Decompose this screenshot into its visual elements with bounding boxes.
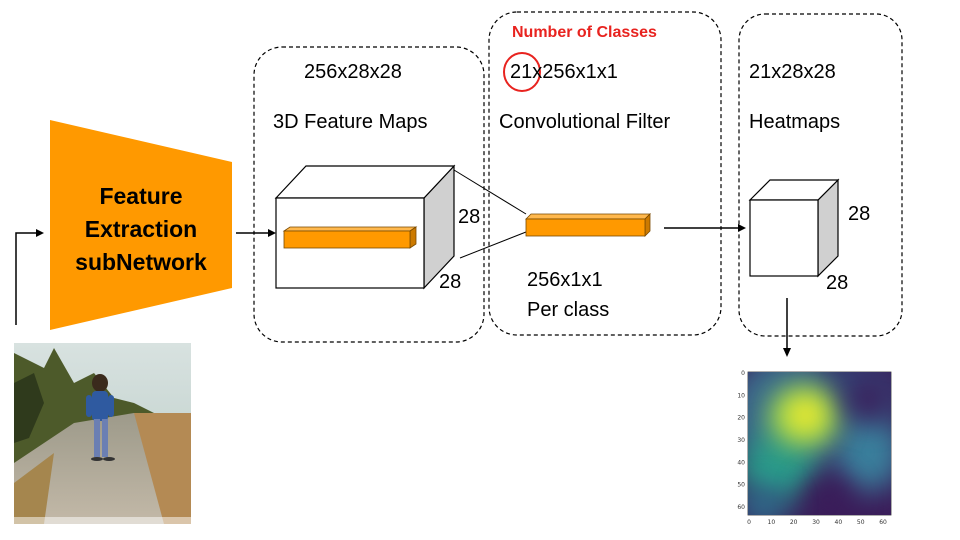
heatmap-y-tick: 60 [737,504,745,511]
number-of-classes-annotation: Number of Classes [512,24,657,41]
arrowhead-heatmap-plot [783,348,791,357]
heatmap-plot-axes: 0 10 20 30 40 50 60 0 10 20 30 40 50 60 [737,370,892,526]
feature-extraction-line1: Feature [99,183,183,209]
heatmap-x-tick: 40 [835,519,843,526]
input-connector [15,232,36,325]
feature-extraction-line3: subNetwork [75,249,207,275]
conv-filter-title: Convolutional Filter [499,111,671,133]
feature-vector-bar [282,226,418,249]
input-arrowhead [36,229,44,237]
heatmap-x-tick: 20 [790,519,798,526]
heatmap-x-tick: 10 [768,519,776,526]
heatmap-x-tick: 50 [857,519,865,526]
heatmaps-size: 21x28x28 [749,61,836,83]
heatmaps-dim-bottom: 28 [826,272,849,294]
heatmaps-dim-right: 28 [848,203,871,225]
per-class-label: Per class [527,299,610,321]
arrowhead-heatmaps [738,224,746,232]
feature-maps-size: 256x28x28 [304,61,402,83]
conv-filter-group [488,11,722,336]
heatmap-y-tick: 30 [737,437,745,444]
feature-maps-title: 3D Feature Maps [273,111,428,133]
projection-line-top [453,169,527,215]
heatmap-y-tick: 0 [741,370,745,377]
heatmap-x-tick: 60 [879,519,887,526]
heatmap-y-tick: 20 [737,415,745,422]
feature-extraction-label: Feature Extraction subNetwork [60,180,222,279]
feature-extraction-block [50,120,232,330]
heatmap-x-tick: 30 [812,519,820,526]
heatmap-y-tick: 40 [737,459,745,466]
heatmap-x-tick: 0 [747,519,751,526]
filter-bar [525,213,651,237]
heatmaps-cube [748,178,840,278]
per-class-size: 256x1x1 [527,269,603,291]
heatmap-y-tick: 10 [737,392,745,399]
feature-maps-dim-right: 28 [458,206,481,228]
arrowhead-feature-maps [268,229,276,237]
feature-extraction-line2: Extraction [84,216,198,242]
heatmap-plot [748,372,891,515]
heatmaps-title: Heatmaps [749,111,841,133]
feature-maps-group [253,46,485,343]
heatmap-y-tick: 50 [737,482,745,489]
conv-filter-size: 21x256x1x1 [510,61,618,83]
input-photo [14,343,191,524]
input-photo-scene [14,343,191,524]
feature-maps-dim-bottom: 28 [439,271,462,293]
projection-line-bottom [459,231,527,259]
number-of-classes-circle [503,52,541,92]
